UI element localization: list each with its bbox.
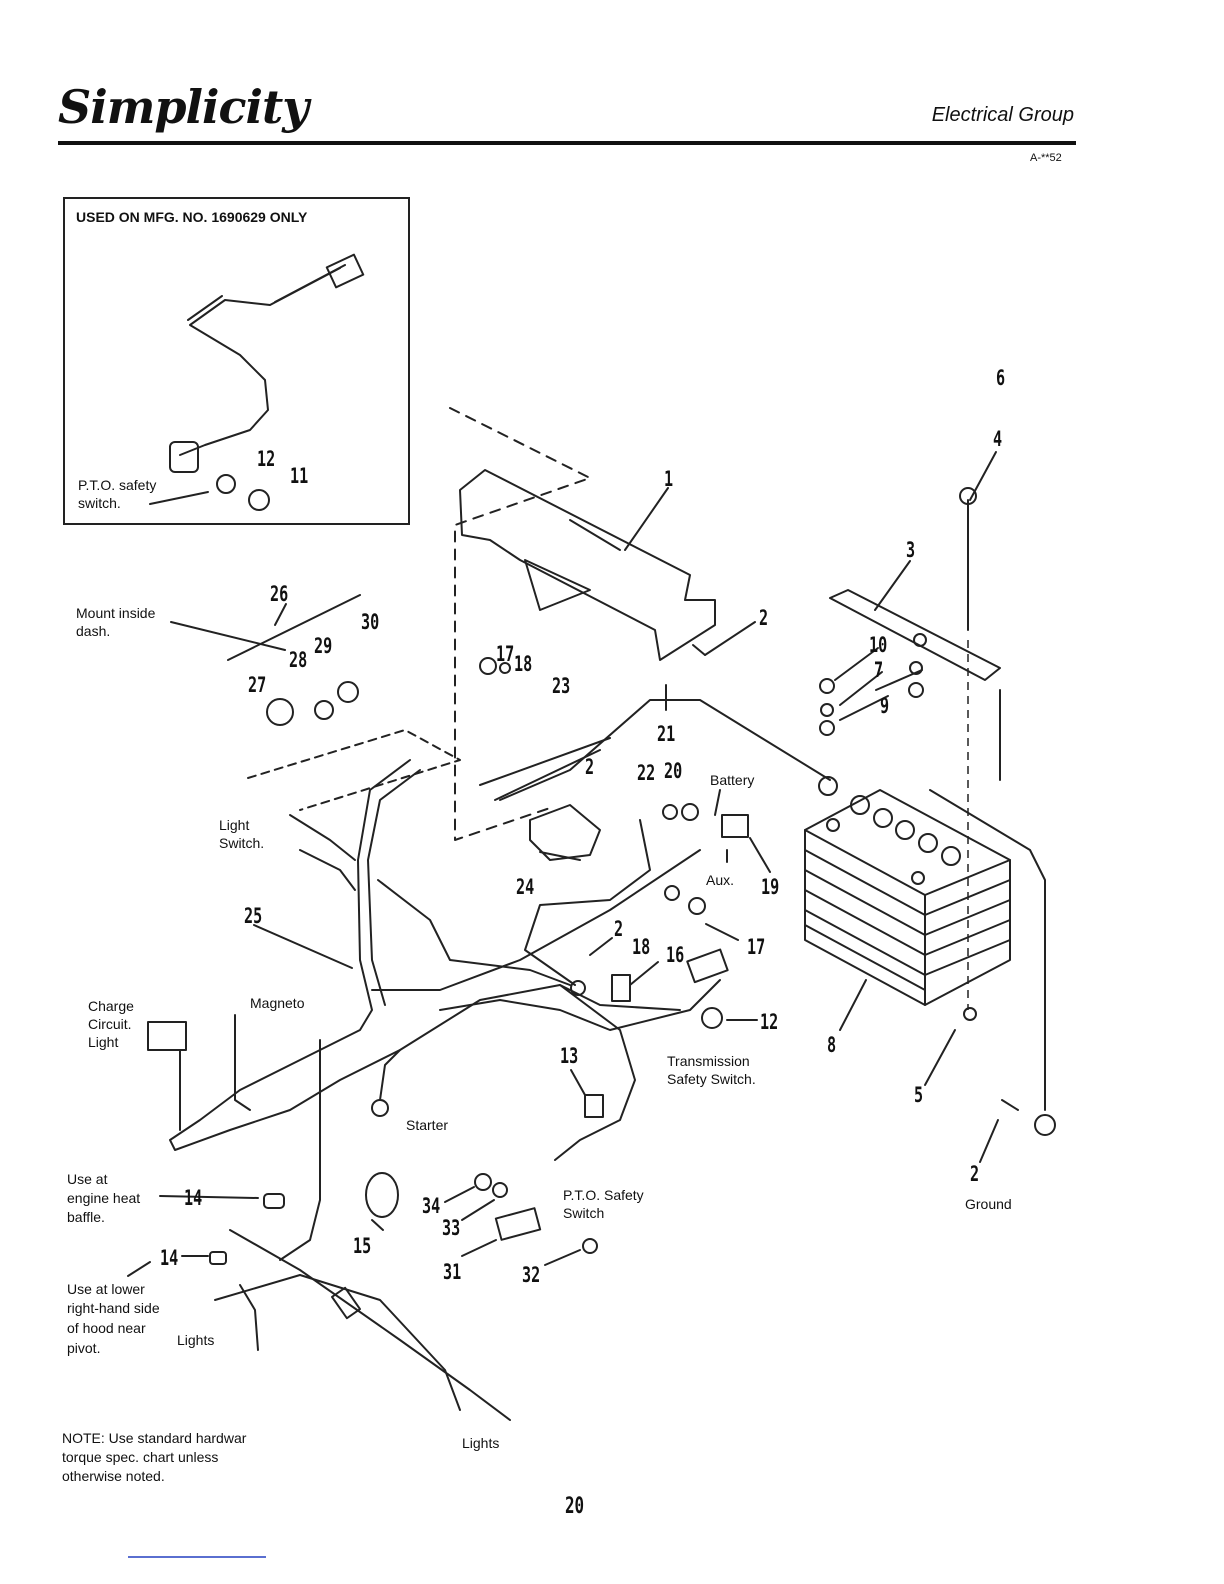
relay: [721, 814, 749, 838]
label-starter: Starter: [406, 1117, 449, 1133]
label-transmission-1: Transmission: [667, 1053, 750, 1069]
brand-logo: Simplicity: [58, 80, 309, 134]
label-lights-left: Lights: [177, 1332, 215, 1348]
part-number-21: 21: [657, 722, 676, 746]
part-number-31: 31: [443, 1260, 462, 1284]
label-battery: Battery: [710, 772, 755, 788]
label-light-switch-2: Switch.: [219, 835, 265, 851]
positive-cable: [499, 699, 831, 801]
part-number-10: 10: [869, 633, 888, 657]
pto-switch: [494, 1207, 542, 1241]
part-number-3: 3: [906, 538, 916, 562]
inset-label-line1: P.T.O. safety: [78, 477, 157, 493]
part-number-14b: 14: [160, 1246, 179, 1270]
note-line2: torque spec. chart unless: [62, 1449, 219, 1465]
label-aux: Aux.: [706, 872, 735, 888]
label-lower-1: Use at lower: [67, 1281, 145, 1297]
part-number-34: 34: [422, 1194, 441, 1218]
part-number-17a: 17: [496, 642, 515, 666]
part-number-30: 30: [361, 610, 380, 634]
part-number-17b: 17: [747, 935, 766, 959]
figure-code: A-**52: [1030, 152, 1062, 164]
label-light-switch-1: Light: [219, 817, 250, 833]
label-use-at-3: baffle.: [67, 1209, 105, 1225]
strap: [829, 589, 1001, 681]
label-transmission-2: Safety Switch.: [667, 1071, 756, 1087]
part-number-18b: 18: [632, 935, 651, 959]
ground-cable: [929, 789, 1046, 1111]
cable-23: [479, 737, 611, 801]
label-pto-2: Switch: [563, 1205, 605, 1221]
solenoid: [529, 804, 601, 861]
label-charge-3: Light: [88, 1034, 119, 1050]
part-number-28: 28: [289, 648, 308, 672]
part-number-18a: 18: [514, 652, 533, 676]
part-number-23: 23: [552, 674, 571, 698]
lights-harness: [229, 1229, 511, 1421]
inset-switch: [216, 474, 236, 494]
part-number-26: 26: [270, 582, 289, 606]
part-number-8: 8: [827, 1033, 837, 1057]
label-mount-dash-2: dash.: [76, 623, 111, 639]
bottom-link-bar[interactable]: [128, 1556, 266, 1558]
part-number-15: 15: [353, 1234, 372, 1258]
part-number-4: 4: [993, 427, 1003, 451]
clip-13: [584, 1094, 604, 1118]
inset-label-line2: switch.: [78, 495, 121, 511]
note-line3: otherwise noted.: [62, 1468, 165, 1484]
label-charge-1: Charge: [88, 998, 134, 1014]
part-number-32: 32: [522, 1263, 541, 1287]
part-number-7: 7: [874, 658, 884, 682]
label-magneto: Magneto: [250, 995, 305, 1011]
header-rule: [58, 141, 1076, 145]
part-number-24: 24: [516, 875, 535, 899]
label-lower-2: right-hand side: [67, 1300, 160, 1316]
label-use-at-2: engine heat: [67, 1190, 141, 1206]
part-number-6: 6: [996, 366, 1006, 390]
part-number-1: 1: [664, 467, 674, 491]
inset-part-12: 12: [257, 447, 276, 471]
label-lower-3: of hood near: [67, 1320, 146, 1336]
part-number-19: 19: [761, 875, 780, 899]
charge-light: [147, 1021, 187, 1051]
label-lights-bottom: Lights: [462, 1435, 500, 1451]
part-number-2: 2: [759, 606, 769, 630]
page-number: 20: [565, 1494, 585, 1519]
section-title: Electrical Group: [931, 104, 1074, 126]
note-line1: NOTE: Use standard hardwar: [62, 1430, 247, 1446]
inset-part-11: 11: [290, 464, 309, 488]
part-number-22: 22: [637, 761, 656, 785]
part-number-2d: 2: [970, 1162, 980, 1186]
key-switch-group: [227, 594, 361, 661]
mounting-bracket: [459, 469, 716, 661]
main-harness: [169, 759, 636, 1161]
grommet-15: [365, 1172, 399, 1218]
inset-nut: [248, 489, 270, 511]
part-number-33: 33: [442, 1216, 461, 1240]
part-number-13: 13: [560, 1044, 579, 1068]
part-number-2b: 2: [585, 755, 595, 779]
part-number-16: 16: [666, 943, 685, 967]
label-lower-4: pivot.: [67, 1340, 101, 1356]
part-number-12: 12: [760, 1010, 779, 1034]
label-pto-1: P.T.O. Safety: [563, 1187, 644, 1203]
part-number-5: 5: [914, 1083, 924, 1107]
part-number-14a: 14: [184, 1186, 203, 1210]
inset-box: [63, 197, 410, 525]
part-number-20: 20: [664, 759, 683, 783]
transmission-switch: [701, 1007, 723, 1029]
label-charge-2: Circuit.: [88, 1016, 132, 1032]
part-number-2c: 2: [614, 917, 624, 941]
label-use-at-1: Use at: [67, 1171, 108, 1187]
label-ground: Ground: [965, 1196, 1012, 1212]
inset-harness: [179, 267, 341, 456]
part-number-29: 29: [314, 634, 333, 658]
label-mount-dash-1: Mount inside: [76, 605, 156, 621]
inset-title: USED ON MFG. NO. 1690629 ONLY: [76, 209, 308, 225]
part-number-27: 27: [248, 673, 267, 697]
battery-body: [804, 789, 1011, 1006]
part-number-25: 25: [244, 904, 263, 928]
part-number-9: 9: [880, 694, 890, 718]
